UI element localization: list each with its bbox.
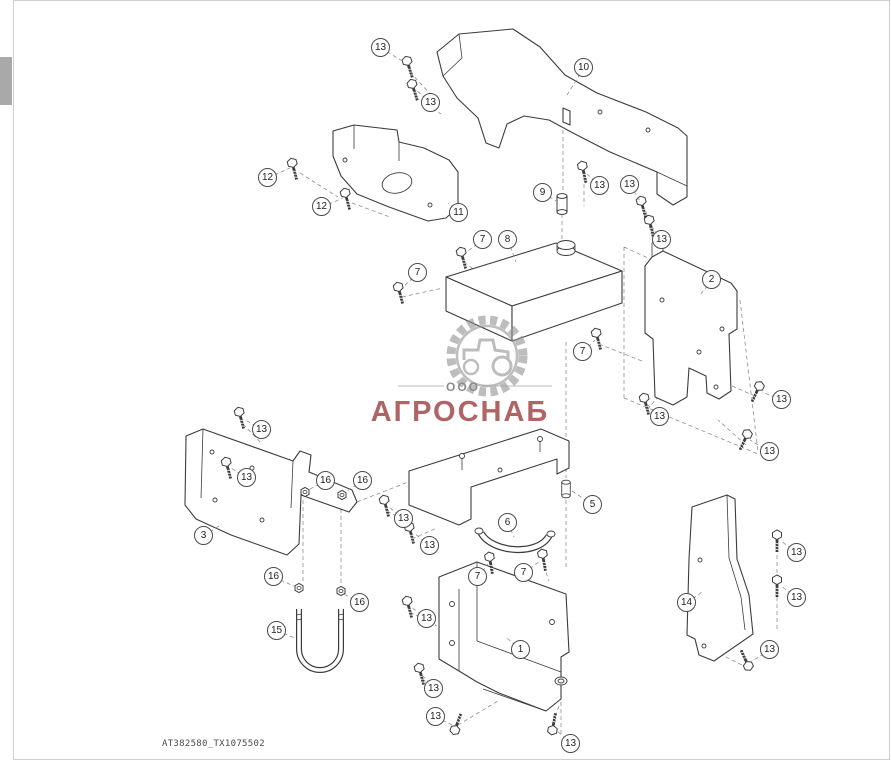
part-5-spacer (561, 479, 571, 499)
part-10-shield (436, 28, 688, 206)
center-mounting-plate (408, 428, 570, 526)
part-6-clamp (474, 527, 556, 553)
watermark: ООО АГРОСНАБ (371, 315, 552, 428)
part-15-u-bolt (295, 609, 345, 673)
watermark-name: АГРОСНАБ (371, 396, 550, 428)
diagram-panel-border (13, 0, 890, 760)
left-gutter-block (0, 57, 12, 105)
part-11-bracket (332, 124, 459, 222)
gear-tractor-logo-icon (446, 315, 528, 397)
part-3-bracket (184, 428, 358, 556)
part-2-plate (644, 237, 738, 406)
part-9-spacer (556, 193, 568, 215)
watermark-prefix: ООО (446, 380, 480, 394)
part-code-label: AT382580_TX1075502 (162, 739, 265, 749)
part-1-bracket (438, 561, 570, 712)
part-14-bracket (686, 494, 754, 662)
